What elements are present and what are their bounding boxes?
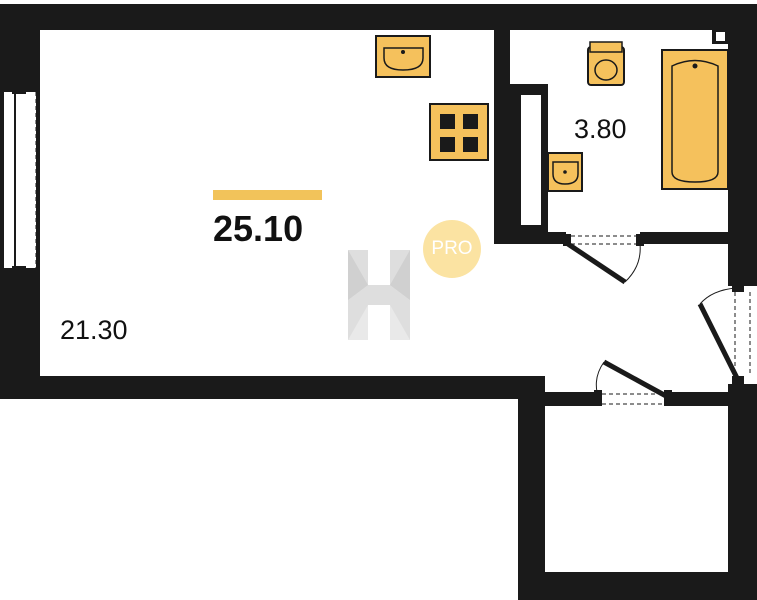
wall-right-lower bbox=[728, 384, 757, 600]
corner-block-inner bbox=[716, 32, 725, 41]
pro-badge-circle bbox=[423, 220, 481, 278]
bathroom-area-label: 3.80 bbox=[574, 114, 627, 144]
wall-bottom-main bbox=[0, 376, 545, 399]
sink-icon bbox=[375, 35, 431, 78]
total-area-label: 25.10 bbox=[213, 208, 304, 249]
bath-sink-icon bbox=[547, 152, 583, 192]
walls bbox=[0, 4, 757, 600]
wall-lower-box-top-right bbox=[668, 392, 757, 406]
pro-badge-text: PRO bbox=[431, 238, 473, 259]
wall-lower-box-bottom bbox=[518, 572, 757, 600]
wall-bath-bottom-left bbox=[494, 232, 566, 244]
wall-lower-box-top-left bbox=[518, 392, 598, 406]
bathtub-icon bbox=[661, 49, 729, 190]
niche-inner bbox=[521, 95, 541, 225]
wall-bath-left bbox=[494, 30, 510, 244]
main-room-area-label: 21.30 bbox=[60, 315, 128, 345]
wall-bath-bottom-right bbox=[640, 232, 757, 244]
total-area-accent-bar bbox=[213, 190, 322, 200]
wall-left-upper bbox=[0, 4, 40, 84]
logo-icon bbox=[348, 250, 410, 340]
stove-icon bbox=[429, 103, 489, 161]
door-icon bbox=[563, 234, 644, 285]
pro-badge: PRO bbox=[423, 220, 481, 278]
toilet-icon bbox=[587, 41, 625, 86]
wall-top bbox=[0, 4, 757, 30]
window-icon bbox=[0, 84, 40, 275]
wall-lower-box-left bbox=[518, 376, 545, 600]
entrance-door-icon bbox=[697, 282, 757, 386]
lower-door-icon bbox=[594, 359, 672, 406]
